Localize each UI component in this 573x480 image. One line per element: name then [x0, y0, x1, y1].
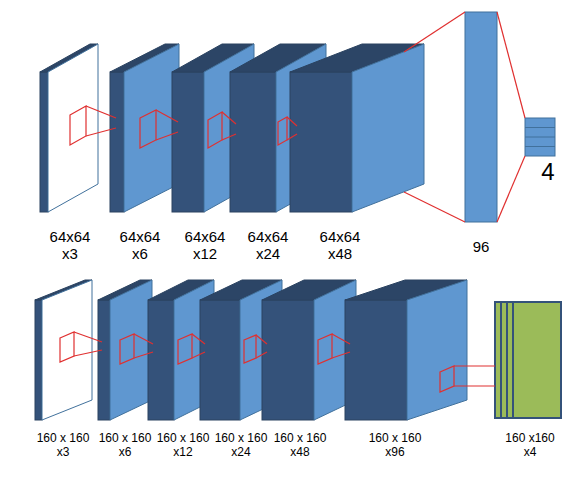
layer-size-label: 64x64 x48	[315, 228, 365, 263]
conv-block	[345, 280, 467, 420]
receptive-field	[70, 106, 86, 145]
layer-size-label: 96	[473, 238, 490, 255]
conv-block	[290, 44, 424, 212]
conv-block	[110, 280, 152, 420]
input-block	[40, 72, 48, 212]
receptive-field	[74, 332, 102, 342]
receptive-field	[86, 128, 116, 136]
layer-size-label: 160 x160 x4	[502, 432, 558, 460]
layer-size-label: 160 x 160 x96	[367, 432, 423, 460]
receptive-field	[192, 334, 205, 344]
receptive-field	[318, 334, 332, 364]
receptive-field	[497, 12, 525, 118]
receptive-field	[332, 334, 350, 344]
receptive-field	[134, 334, 153, 344]
conv-block	[262, 300, 314, 420]
receptive-field	[497, 156, 525, 222]
layer-size-label: 160 x 160 x6	[97, 432, 153, 460]
conv-block	[407, 280, 467, 420]
conv-block	[148, 300, 174, 420]
output-vector	[525, 137, 555, 138]
receptive-field	[70, 12, 525, 222]
layer-size-label: 160 x 160 x24	[213, 432, 269, 460]
receptive-field	[278, 117, 287, 145]
conv-block	[200, 300, 240, 420]
receptive-field	[222, 112, 236, 124]
output-vector	[525, 118, 555, 156]
conv-block	[98, 280, 152, 420]
receptive-field	[244, 335, 256, 363]
receptive-field	[134, 352, 153, 358]
receptive-field	[287, 134, 297, 140]
input-block	[42, 280, 92, 420]
layer-size-label: 64x64 x24	[243, 228, 293, 263]
receptive-field	[222, 134, 236, 140]
receptive-field	[332, 352, 350, 358]
receptive-field	[287, 117, 297, 126]
output-vector	[525, 118, 555, 156]
conv-block	[262, 280, 356, 420]
conv-block	[124, 44, 179, 212]
input-block	[48, 44, 98, 212]
conv-block	[110, 72, 124, 212]
conv-block	[230, 72, 276, 212]
receptive-field	[208, 112, 222, 148]
conv-block	[352, 44, 424, 212]
output-vector	[525, 146, 555, 147]
receptive-field	[404, 192, 465, 222]
conv-block	[345, 300, 407, 420]
input-block	[40, 44, 98, 212]
layer-size-label: 64x64 x6	[115, 228, 165, 263]
receptive-field	[454, 385, 495, 386]
output-maps	[495, 302, 561, 418]
input-block	[35, 300, 42, 420]
input-block	[35, 280, 92, 420]
receptive-field	[256, 352, 267, 358]
output-maps	[513, 302, 561, 418]
conv-block	[290, 72, 352, 212]
receptive-field	[404, 12, 465, 52]
receptive-field	[454, 365, 495, 366]
receptive-field	[86, 106, 116, 118]
conv-block	[110, 44, 179, 212]
receptive-field	[60, 332, 495, 392]
output-vector	[525, 127, 555, 128]
receptive-field	[140, 110, 156, 148]
receptive-field	[440, 366, 454, 392]
receptive-field	[178, 334, 192, 364]
dense-layer	[465, 12, 497, 222]
conv-block	[98, 300, 110, 420]
output-size-label: 4	[541, 158, 554, 186]
layer-size-label: 160 x 160 x3	[35, 432, 91, 460]
dense-layer	[465, 12, 497, 222]
conv-block	[172, 72, 204, 212]
receptive-field	[156, 132, 178, 140]
receptive-field	[156, 110, 178, 122]
receptive-field	[256, 335, 267, 344]
layer-size-label: 160 x 160 x48	[272, 432, 328, 460]
receptive-field	[120, 334, 134, 364]
layer-size-label: 64x64 x3	[45, 228, 95, 263]
receptive-field	[192, 352, 205, 358]
receptive-field	[74, 350, 102, 356]
layer-size-label: 64x64 x12	[180, 228, 230, 263]
receptive-field	[60, 332, 74, 362]
layer-size-label: 160 x 160 x12	[155, 432, 211, 460]
